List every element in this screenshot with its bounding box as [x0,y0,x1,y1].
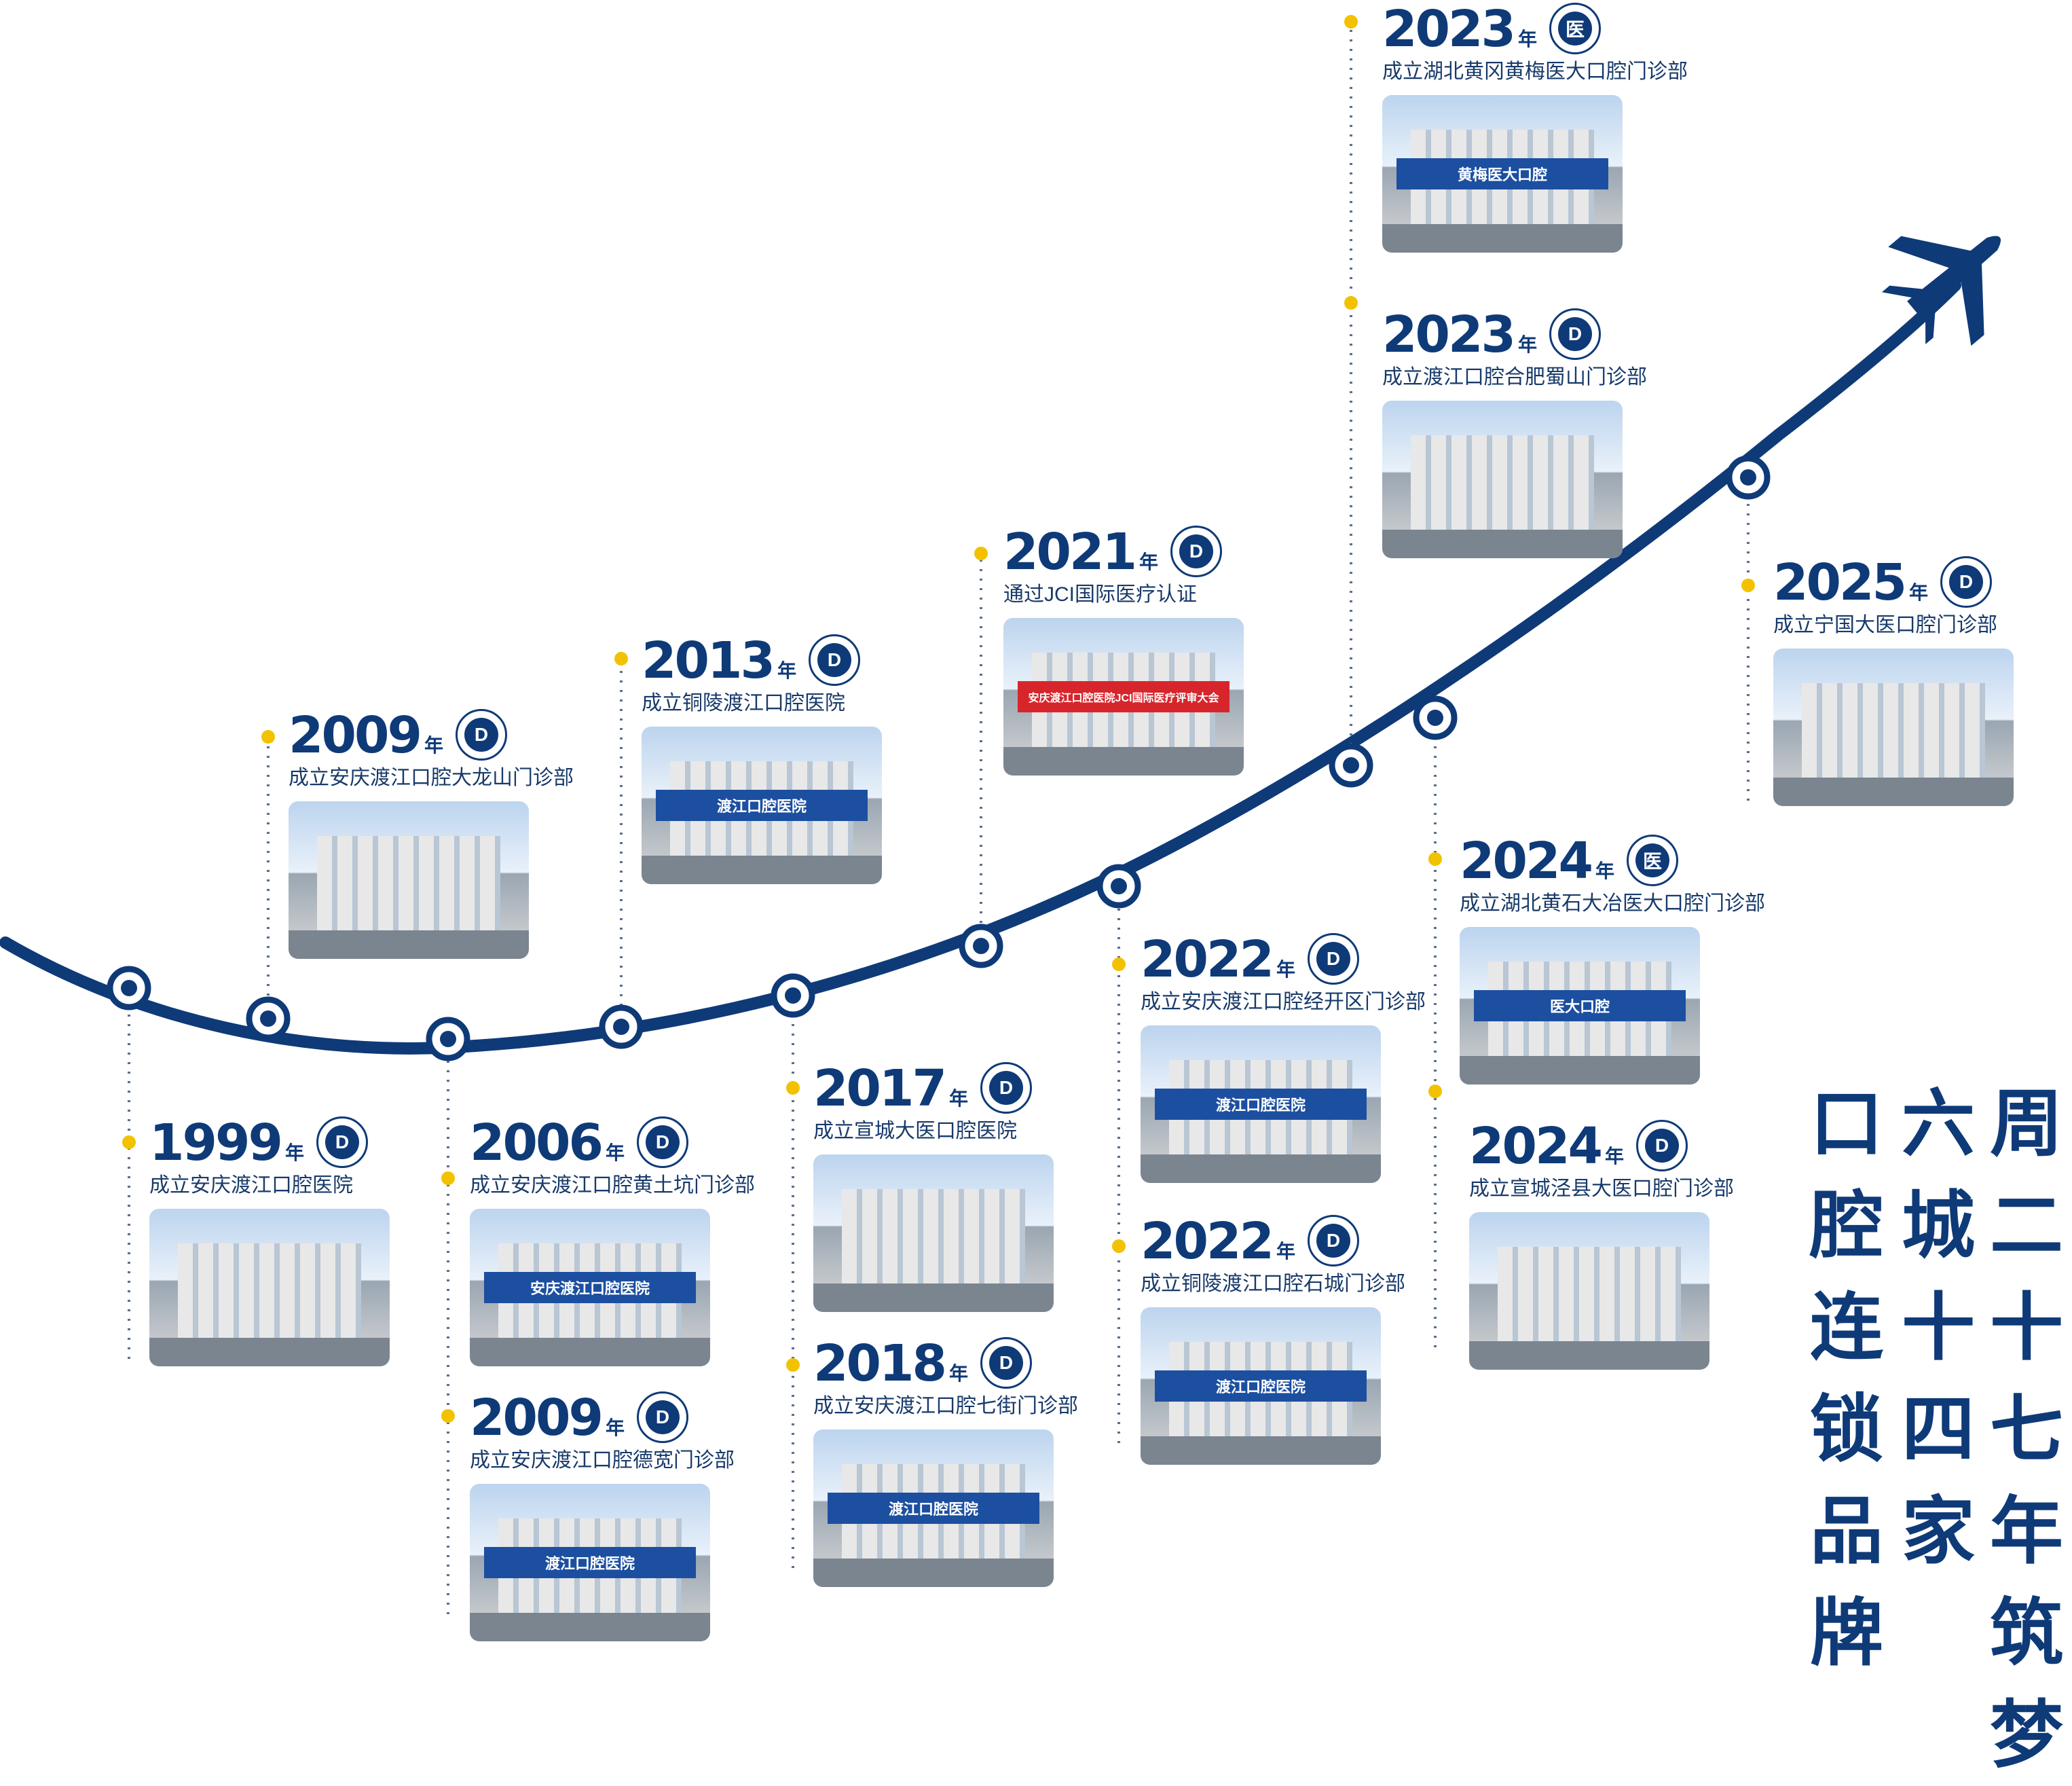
clinic-photo: 黄梅医大口腔 [1382,95,1623,253]
clinic-photo [1469,1212,1709,1370]
clinic-photo: 安庆渡江口腔医院 [470,1209,710,1366]
logo-badge-icon: D [1170,526,1222,577]
logo-badge-icon: 医 [1626,835,1678,886]
yellow-dots [122,15,1755,1423]
clinic-photo [149,1209,390,1366]
clinic-photo: 渡江口腔医院 [1141,1025,1381,1183]
clinic-photo: 安庆渡江口腔医院JCI国际医疗评审大会 [1003,618,1244,776]
slogan-col-3: 口腔连锁品牌 [1809,1081,1883,1676]
logo-badge-icon: D [1549,308,1601,360]
clinic-photo [813,1154,1054,1312]
milestone-desc: 成立安庆渡江口腔医院 [149,1174,353,1197]
clinic-photo: 渡江口腔医院 [470,1484,710,1641]
clinic-photo: 医大口腔 [1460,927,1700,1085]
growth-line [0,279,1961,1055]
slogan-col-1: 周二十七年筑梦 [1989,1081,2063,1778]
logo-badge-icon: D [636,1391,688,1443]
curve-nodes [107,455,1771,1061]
logo-badge-icon: D [1940,556,1992,608]
clinic-photo: 渡江口腔医院 [813,1429,1054,1587]
slogan-col-2: 六城十四家 [1901,1081,1975,1574]
clinic-photo [1382,401,1623,558]
logo-badge-icon: 医 [1549,3,1601,54]
logo-badge-icon: D [316,1116,368,1168]
clinic-photo: 渡江口腔医院 [1141,1307,1381,1465]
logo-badge-icon: D [455,709,507,761]
clinic-photo [289,801,529,959]
logo-badge-icon: D [980,1062,1032,1114]
clinic-photo: 渡江口腔医院 [642,727,882,884]
logo-badge-icon: D [980,1337,1032,1389]
logo-badge-icon: D [636,1116,688,1168]
logo-badge-icon: D [1635,1120,1688,1171]
clinic-photo [1773,649,2014,806]
logo-badge-icon: D [808,634,860,686]
airplane-icon [1881,236,2001,346]
logo-badge-icon: D [1307,1215,1359,1266]
milestone-year: 1999 [149,1114,283,1172]
logo-badge-icon: D [1307,933,1359,985]
